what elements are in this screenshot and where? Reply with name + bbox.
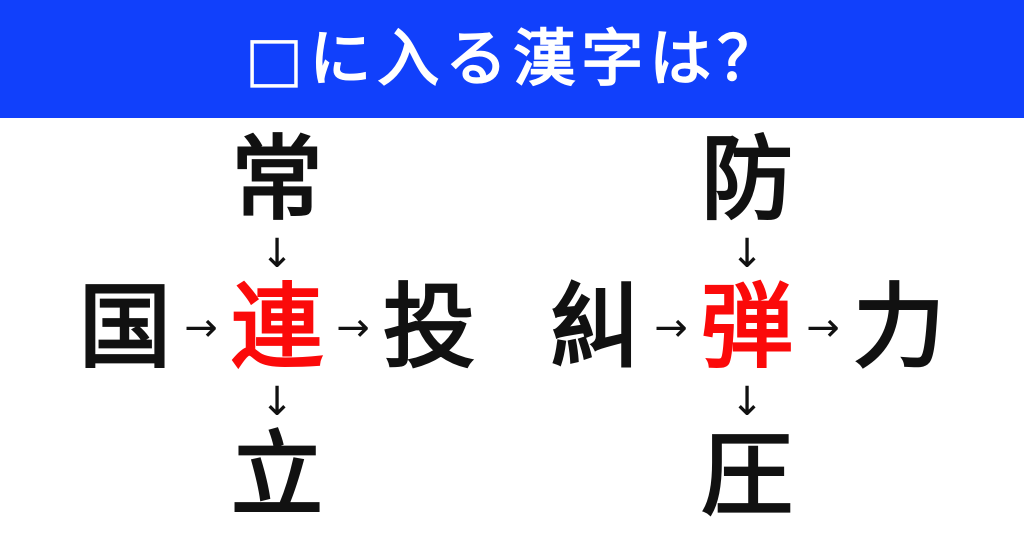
puzzle-left-top-cell: 常 — [225, 128, 329, 232]
page-title: □に入る漢字は？ — [244, 22, 786, 95]
puzzle-right-bottom-arrow-row: ↓ — [522, 380, 972, 424]
puzzle-right-bottom-row: 圧 — [522, 424, 972, 528]
kanji-left-right: 投 — [382, 274, 475, 381]
puzzle-left-top-row: 常 — [52, 128, 502, 232]
puzzle-right-top-cell: 防 — [695, 128, 799, 232]
puzzle-left-bottom-arrow-row: ↓ — [52, 380, 502, 424]
header-banner: □に入る漢字は？ — [0, 0, 1024, 118]
puzzle-right-top-arrow-row: ↓ — [522, 232, 972, 276]
arrow-right-icon: → — [184, 305, 218, 351]
puzzle-left-top-arrow-row: ↓ — [52, 232, 502, 276]
arrow-right-icon: → — [806, 305, 840, 351]
kanji-left-left: 国 — [78, 274, 171, 381]
kanji-right-answer: 弾 — [700, 274, 793, 381]
puzzle-right-middle-row: 糾 → 弾 → 力 — [543, 276, 951, 380]
puzzle-area: 常 ↓ 国 → 連 → 投 — [0, 118, 1024, 538]
kanji-right-top: 防 — [700, 126, 793, 233]
puzzle-left-bottom-cell: 立 — [225, 424, 329, 528]
kanji-left-bottom: 立 — [230, 422, 323, 529]
puzzle-group-right: 防 ↓ 糾 → 弾 → 力 — [522, 128, 972, 528]
puzzle-right-right-cell: 力 — [847, 276, 951, 380]
puzzle-left-middle-row: 国 → 連 → 投 — [73, 276, 481, 380]
arrow-right-icon: → — [336, 305, 370, 351]
kanji-right-left: 糾 — [548, 274, 641, 381]
puzzle-left-left-cell: 国 — [73, 276, 177, 380]
puzzle-left-bottom-row: 立 — [52, 424, 502, 528]
puzzle-right-center-cell: 弾 — [695, 276, 799, 380]
puzzle-right-left-cell: 糾 — [543, 276, 647, 380]
puzzle-left-center-cell: 連 — [225, 276, 329, 380]
arrow-right-icon: → — [654, 305, 688, 351]
kanji-left-top: 常 — [230, 126, 323, 233]
puzzle-right-bottom-cell: 圧 — [695, 424, 799, 528]
kanji-right-right: 力 — [852, 274, 945, 381]
arrow-down-icon: ↓ — [730, 379, 764, 425]
arrow-down-icon: ↓ — [260, 231, 294, 277]
kanji-left-answer: 連 — [230, 274, 323, 381]
puzzle-right-top-row: 防 — [522, 128, 972, 232]
arrow-down-icon: ↓ — [730, 231, 764, 277]
puzzle-left-right-cell: 投 — [377, 276, 481, 380]
puzzle-group-left: 常 ↓ 国 → 連 → 投 — [52, 128, 502, 528]
arrow-down-icon: ↓ — [260, 379, 294, 425]
kanji-right-bottom: 圧 — [700, 422, 793, 529]
